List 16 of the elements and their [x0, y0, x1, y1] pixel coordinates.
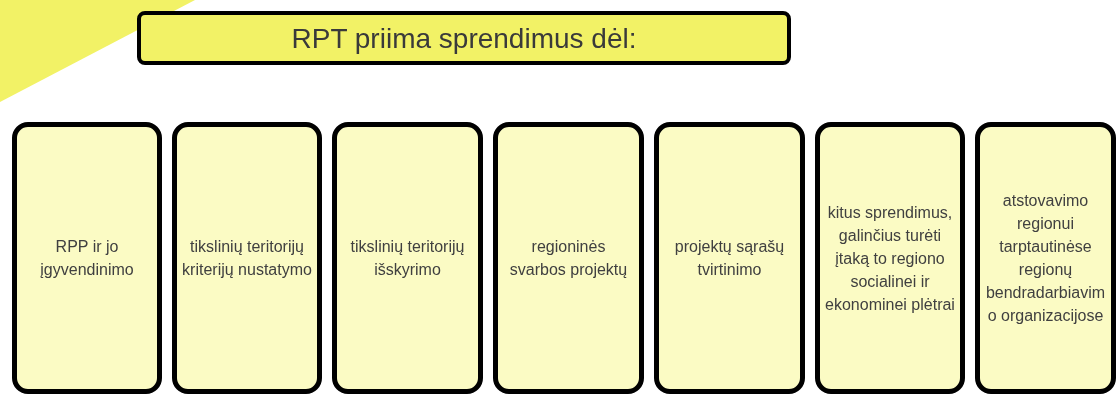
topic-text: kitus sprendimus, galinčius turėti įtaką to regiono socialinei ir ekonominei plėtrai — [824, 202, 956, 315]
topic-box — [654, 122, 805, 394]
topic-box — [12, 122, 162, 394]
topic-text: atstovavimo regionui tarptautinėse regionų bendradarbiavimo organizacijose — [984, 191, 1107, 326]
topic-text: RPP ir jo įgyvendinimo — [39, 237, 135, 280]
topic-box — [815, 122, 965, 394]
heading-box — [137, 11, 791, 65]
topic-text: projektų sąrašų tvirtinimo — [673, 237, 786, 280]
topic-text: regioninės svarbos projektų — [508, 237, 629, 280]
topic-box — [332, 122, 483, 394]
topic-text: tikslinių teritorijų išskyrimo — [349, 237, 466, 280]
topic-box — [493, 122, 644, 394]
topic-text: tikslinių teritorijų kriterijų nustatymo — [181, 237, 313, 280]
topic-box — [172, 122, 322, 394]
topic-box — [975, 122, 1116, 394]
heading-text: RPT priima sprendimus dėl: — [291, 21, 637, 56]
